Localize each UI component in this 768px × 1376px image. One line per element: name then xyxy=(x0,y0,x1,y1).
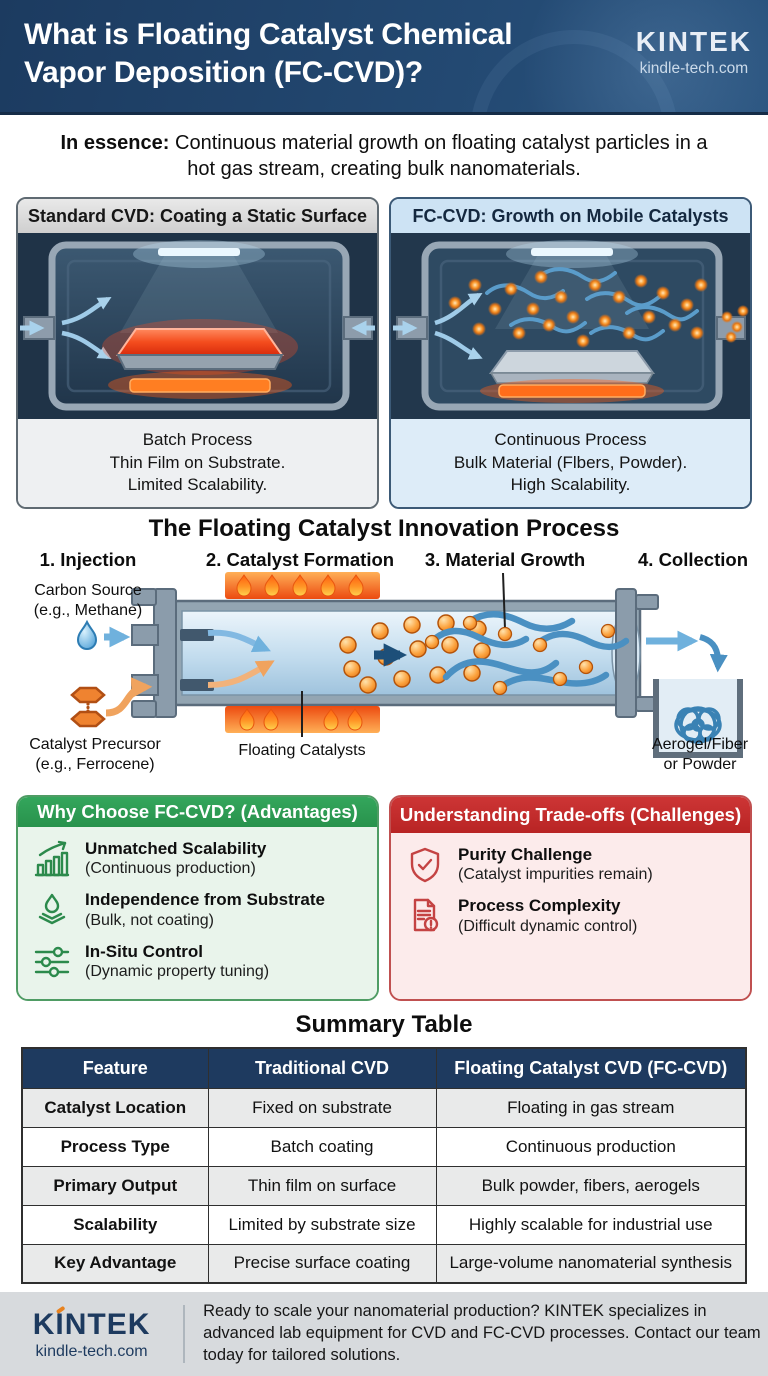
challenges-card: Understanding Trade-offs (Challenges) Pu… xyxy=(389,795,752,1001)
ferrocene-icon xyxy=(70,686,106,728)
brand-logo: KINTEK kindle-tech.com xyxy=(636,26,752,78)
step-collection: 4. Collection xyxy=(638,549,748,570)
footer-brand-logo: KINTEK kindle-tech.com xyxy=(0,1305,183,1361)
table-row: Process Type Batch coating Continuous pr… xyxy=(21,1126,747,1167)
carbon-source-label: Carbon Source (e.g., Methane) xyxy=(33,582,143,619)
table-cell: Catalyst Location xyxy=(21,1087,209,1128)
intro-body: Continuous material growth on floating c… xyxy=(175,132,708,180)
droplet-layers-icon xyxy=(38,894,66,925)
fccvd-illustration xyxy=(391,233,750,419)
table-cell: Process Type xyxy=(21,1126,209,1167)
table-row: Primary Output Thin film on surface Bulk… xyxy=(21,1165,747,1206)
floating-catalysts-label: Floating Catalysts xyxy=(238,742,366,759)
standard-cvd-illustration xyxy=(18,233,377,419)
summary-table-section: Summary Table Feature Traditional CVD Fl… xyxy=(0,1011,768,1284)
list-item: Independence from Substrate (Bulk, not c… xyxy=(32,890,365,930)
table-row: Scalability Limited by substrate size Hi… xyxy=(21,1204,747,1245)
droplet-icon xyxy=(76,619,98,650)
table-row: Catalyst Location Fixed on substrate Flo… xyxy=(21,1087,747,1128)
comparison-section: Standard CVD: Coating a Static Surface xyxy=(0,197,768,509)
caption-line: Limited Scalability. xyxy=(127,475,268,495)
table-cell: Fixed on substrate xyxy=(207,1087,437,1128)
footer-divider xyxy=(183,1305,186,1363)
footer-cta-text: Ready to scale your nanomaterial product… xyxy=(203,1302,761,1364)
catalyst-particles xyxy=(448,270,749,348)
material-growth-pointer xyxy=(502,572,506,630)
caption-line: Bulk Material (Flbers, Powder). xyxy=(453,452,688,472)
summary-table: Feature Traditional CVD Floating Catalys… xyxy=(21,1047,747,1284)
caption-line: Continuous Process xyxy=(494,430,647,450)
table-cell: Floating in gas stream xyxy=(435,1087,747,1128)
floating-catalyst-dots xyxy=(339,614,491,694)
challenges-body: Purity Challenge (Catalyst impurities re… xyxy=(391,833,750,999)
table-header-cell: Traditional CVD xyxy=(207,1047,437,1089)
advantages-body: Unmatched Scalability (Continuous produc… xyxy=(18,826,377,999)
table-cell: Key Advantage xyxy=(21,1243,209,1284)
table-header-cell: Feature xyxy=(21,1047,209,1089)
table-cell: Thin film on surface xyxy=(207,1165,437,1206)
reactor-tube-drawing xyxy=(70,572,743,758)
collection-arrow xyxy=(699,634,728,673)
mobile-catalyst-chamber-drawing xyxy=(391,233,750,419)
shield-check-icon xyxy=(410,847,440,883)
footer-brand-site: kindle-tech.com xyxy=(35,1342,148,1360)
table-header-row: Feature Traditional CVD Floating Catalys… xyxy=(21,1047,747,1089)
page-title-line1: What is Floating Catalyst Chemical xyxy=(24,18,513,51)
list-item: Unmatched Scalability (Continuous produc… xyxy=(32,839,365,879)
list-item: Purity Challenge (Catalyst impurities re… xyxy=(405,845,738,885)
brand-name: KINTEK xyxy=(635,26,752,57)
advantages-title: Why Choose FC-CVD? (Advantages) xyxy=(18,797,377,827)
page-title: What is Floating Catalyst Chemical Vapor… xyxy=(24,16,513,92)
standard-cvd-title: Standard CVD: Coating a Static Surface xyxy=(18,199,377,233)
table-cell: Large-volume nanomaterial synthesis xyxy=(435,1243,747,1284)
fccvd-panel: FC-CVD: Growth on Mobile Catalysts xyxy=(389,197,752,509)
precursor-inlet-arrow xyxy=(105,677,153,717)
step-catalyst-formation: 2. Catalyst Formation xyxy=(205,549,395,570)
caption-line: High Scalability. xyxy=(510,475,631,495)
fiber-ball-icon xyxy=(674,706,722,744)
standard-cvd-panel: Standard CVD: Coating a Static Surface xyxy=(16,197,379,509)
pros-cons-section: Why Choose FC-CVD? (Advantages) Unmatche… xyxy=(0,795,768,1001)
list-item: Process Complexity (Difficult dynamic co… xyxy=(405,896,738,936)
process-diagram: 1. Injection 2. Catalyst Formation 3. Ma… xyxy=(0,545,768,787)
intro-lead: In essence: xyxy=(60,132,170,154)
tube-flanges xyxy=(131,588,659,718)
catalyst-precursor-label: Catalyst Precursor (e.g., Ferrocene) xyxy=(29,736,161,773)
table-cell: Continuous production xyxy=(435,1126,747,1167)
page-title-line2: Vapor Deposition (FC-CVD)? xyxy=(24,56,423,90)
standard-cvd-caption: Batch Process Thin Film on Substrate. Li… xyxy=(18,419,377,507)
footer-brand-name: KINTEK xyxy=(33,1305,151,1342)
table-cell: Batch coating xyxy=(207,1126,437,1167)
footer: KINTEK kindle-tech.com Ready to scale yo… xyxy=(0,1292,768,1376)
static-chamber-drawing xyxy=(18,233,377,419)
table-header-cell: Floating Catalyst CVD (FC-CVD) xyxy=(435,1047,747,1089)
fccvd-caption: Continuous Process Bulk Material (Flbers… xyxy=(391,419,750,507)
caption-line: Batch Process xyxy=(142,430,253,450)
brand-site: kindle-tech.com xyxy=(639,60,749,77)
advantages-card: Why Choose FC-CVD? (Advantages) Unmatche… xyxy=(16,795,379,1001)
challenges-title: Understanding Trade-offs (Challenges) xyxy=(391,797,750,833)
step-material-growth: 3. Material Growth xyxy=(424,549,586,570)
output-label: Aerogel/Fiber or Powder xyxy=(651,736,749,773)
table-row: Key Advantage Precise surface coating La… xyxy=(21,1243,747,1284)
intro-text: In essence: Continuous material growth o… xyxy=(57,130,712,182)
step-injection: 1. Injection xyxy=(39,549,137,570)
list-item: In-Situ Control (Dynamic property tuning… xyxy=(32,942,365,982)
document-alert-icon xyxy=(413,899,439,932)
fccvd-title: FC-CVD: Growth on Mobile Catalysts xyxy=(391,199,750,233)
caption-line: Thin Film on Substrate. xyxy=(109,452,286,472)
chart-up-icon xyxy=(34,840,70,877)
process-section: The Floating Catalyst Innovation Process xyxy=(0,515,768,787)
summary-table-title: Summary Table xyxy=(295,1011,473,1038)
table-cell: Bulk powder, fibers, aerogels xyxy=(435,1165,747,1206)
process-title: The Floating Catalyst Innovation Process xyxy=(148,515,620,542)
table-cell: Limited by substrate size xyxy=(207,1204,437,1245)
sliders-icon xyxy=(34,946,70,977)
table-cell: Precise surface coating xyxy=(207,1243,437,1284)
header: What is Floating Catalyst Chemical Vapor… xyxy=(0,0,768,115)
table-cell: Primary Output xyxy=(21,1165,209,1206)
table-cell: Scalability xyxy=(21,1204,209,1245)
table-cell: Highly scalable for industrial use xyxy=(435,1204,747,1245)
intro-section: In essence: Continuous material growth o… xyxy=(0,115,768,197)
